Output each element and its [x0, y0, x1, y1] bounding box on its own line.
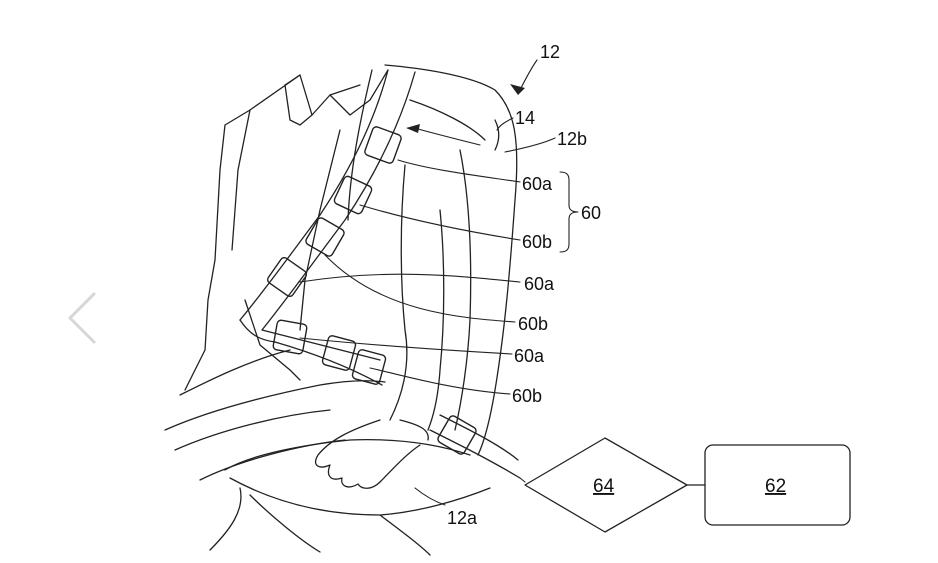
label-seat: 12 — [540, 42, 560, 62]
label-sensor-group: 60 — [581, 203, 601, 223]
label-sensor-4: 60b — [518, 314, 548, 334]
label-seat-cushion: 12a — [447, 508, 478, 528]
sensor-block — [333, 175, 373, 215]
leader-lines — [299, 59, 579, 506]
label-belt: 14 — [515, 108, 535, 128]
label-sensor-5: 60a — [514, 346, 545, 366]
label-seat-back: 12b — [557, 129, 587, 149]
label-sensor-6: 60b — [512, 386, 542, 406]
rect-label: 62 — [765, 476, 786, 497]
block-diagram — [524, 437, 851, 533]
rect-block-62 — [704, 444, 851, 526]
chevron-left-icon — [68, 292, 96, 344]
label-sensor-2: 60b — [522, 232, 552, 252]
seat-back — [347, 64, 518, 456]
sensor-block — [305, 217, 345, 257]
diamond-label: 64 — [593, 476, 615, 497]
sensor-block — [272, 319, 308, 355]
sensor-block — [321, 335, 357, 371]
sensor-block — [437, 415, 477, 455]
previous-button[interactable] — [62, 288, 102, 348]
sensor-block — [364, 126, 402, 164]
arrow-icon — [406, 84, 525, 133]
sensor-block — [266, 256, 308, 298]
label-sensor-1: 60a — [522, 174, 553, 194]
seat-cushion — [209, 439, 491, 556]
label-sensor-3: 60a — [524, 274, 555, 294]
